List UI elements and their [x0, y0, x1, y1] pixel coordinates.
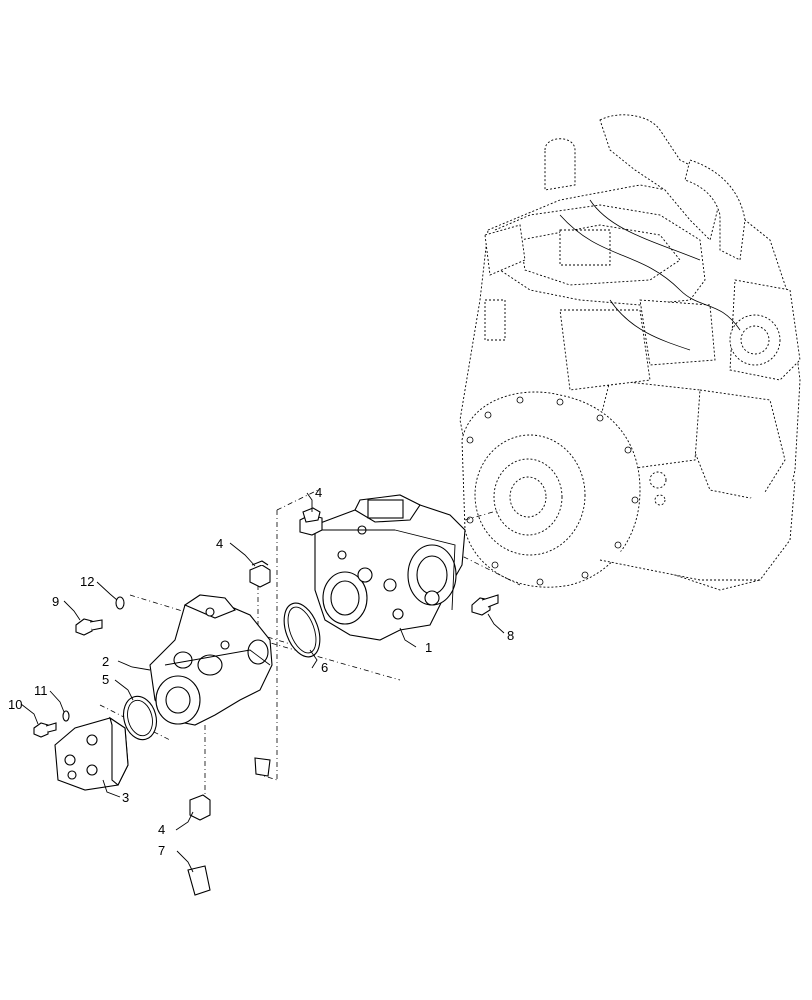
callout-3: 3 [122, 790, 129, 805]
washer-12 [115, 596, 125, 610]
gear-pump [54, 716, 129, 791]
pump-main [314, 494, 466, 641]
callout-4-middle: 4 [216, 536, 223, 551]
callout-labels: 1 2 3 4 4 4 5 6 7 8 9 10 11 12 [8, 485, 514, 858]
bolt-8 [471, 594, 499, 616]
callout-7: 7 [158, 843, 165, 858]
fitting-middle [249, 560, 271, 588]
callout-11: 11 [34, 683, 48, 698]
fitting-lower [189, 794, 211, 821]
callout-4-lower: 4 [158, 822, 165, 837]
callout-2: 2 [102, 654, 109, 669]
o-ring-5 [122, 695, 158, 741]
callout-4-upper: 4 [315, 485, 322, 500]
callout-8: 8 [507, 628, 514, 643]
o-ring-6 [283, 602, 321, 658]
leader-lines [20, 492, 505, 873]
callout-1: 1 [425, 640, 432, 655]
bolt-9 [75, 618, 103, 636]
engine-assembly [459, 114, 801, 591]
callout-6: 6 [321, 660, 328, 675]
pump-secondary [149, 594, 273, 726]
washer-11 [62, 710, 70, 722]
callout-10: 10 [8, 697, 22, 712]
callout-12: 12 [80, 574, 94, 589]
fitting-upper [299, 507, 323, 536]
bolt-10 [33, 722, 57, 738]
callout-5: 5 [102, 672, 109, 687]
callout-9: 9 [52, 594, 59, 609]
hydraulic-hose [187, 748, 271, 896]
